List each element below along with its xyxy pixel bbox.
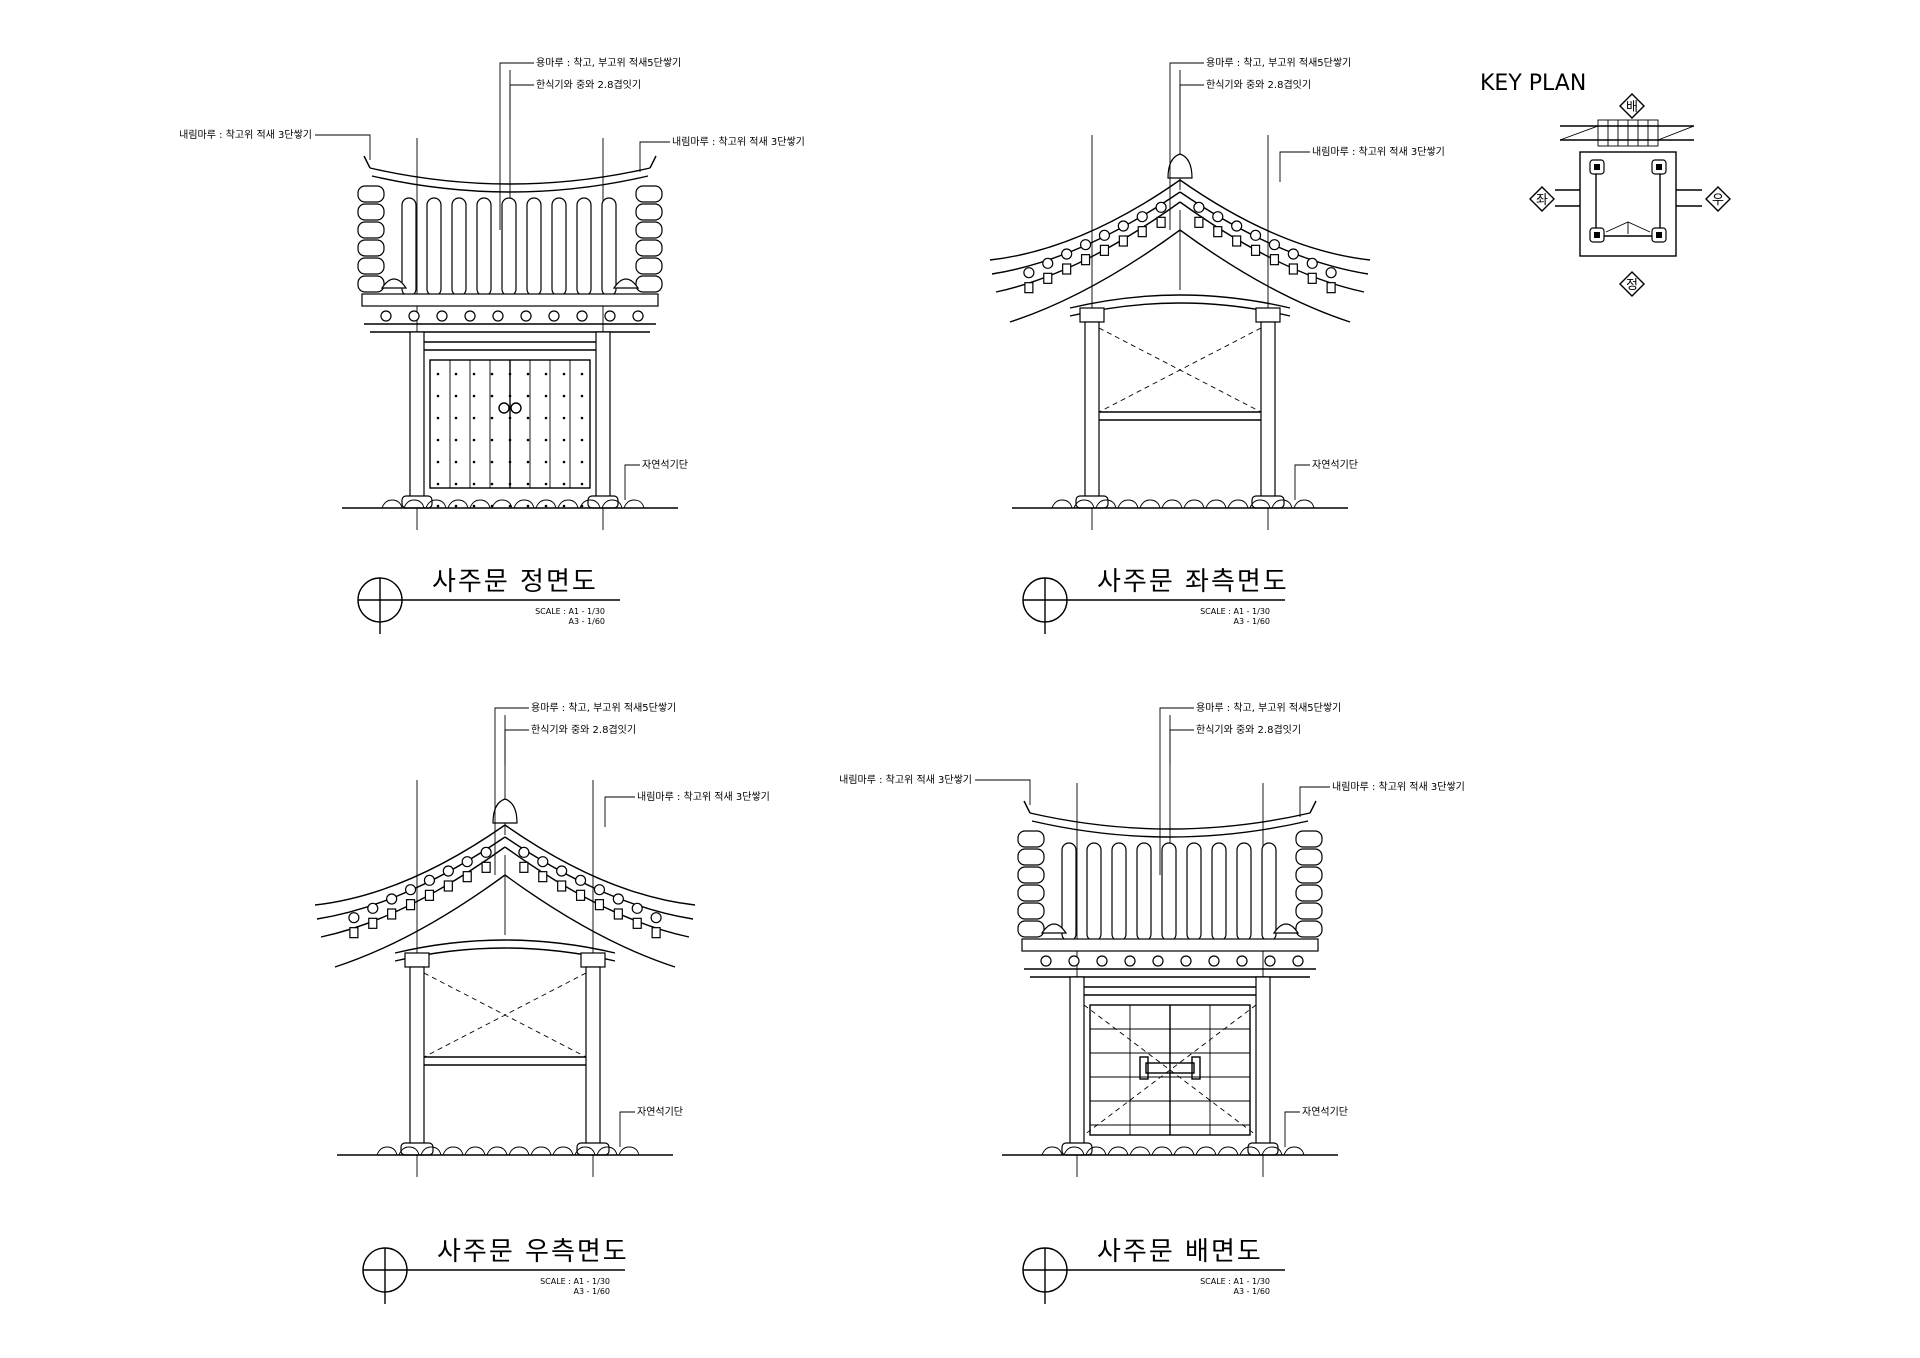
key-plan-drawing: [1555, 119, 1702, 257]
svg-text:배: 배: [1626, 100, 1638, 115]
scale-a3: A3 - 1/60: [569, 617, 606, 626]
note-hip-left: 내림마루 : 착고위 적새 3단쌓기: [839, 773, 972, 786]
svg-text:정: 정: [1626, 278, 1638, 293]
drawing-title: 사주문 배면도: [1097, 1237, 1263, 1267]
note-hip-right: 내림마루 : 착고위 적새 3단쌓기: [672, 135, 805, 148]
note-base: 자연석기단: [1312, 459, 1358, 471]
scale-a3: A3 - 1/60: [574, 1287, 611, 1296]
note-ridge: 용마루 : 착고, 부고위 적새5단쌓기: [1196, 701, 1341, 714]
note-tile: 한식기와 중와 2.8겹잇기: [536, 79, 641, 91]
note-hip-right: 내림마루 : 착고위 적새 3단쌓기: [1332, 780, 1465, 793]
note-ridge: 용마루 : 착고, 부고위 적새5단쌓기: [536, 56, 681, 69]
note-tile: 한식기와 중와 2.8겹잇기: [531, 724, 636, 736]
scale-a1: SCALE : A1 - 1/30: [1200, 607, 1270, 616]
scale-a1: SCALE : A1 - 1/30: [1200, 1277, 1270, 1286]
scale-a1: SCALE : A1 - 1/30: [540, 1277, 610, 1286]
note-base: 자연석기단: [642, 459, 688, 471]
key-plan-marker-left: 좌: [1529, 186, 1555, 212]
note-tile: 한식기와 중와 2.8겹잇기: [1206, 79, 1311, 91]
note-base: 자연석기단: [1302, 1106, 1348, 1118]
scale-a3: A3 - 1/60: [1234, 1287, 1271, 1296]
svg-text:우: 우: [1712, 193, 1724, 208]
note-hip-left: 내림마루 : 착고위 적새 3단쌓기: [179, 128, 312, 141]
svg-text:좌: 좌: [1536, 193, 1548, 208]
note-base: 자연석기단: [637, 1106, 683, 1118]
note-tile: 한식기와 중와 2.8겹잇기: [1196, 724, 1301, 736]
scale-a1: SCALE : A1 - 1/30: [535, 607, 605, 616]
key-plan-marker-top: 배: [1619, 93, 1645, 119]
key-plan-title: KEY PLAN: [1480, 71, 1586, 96]
drawing-title: 사주문 정면도: [432, 567, 598, 597]
note-ridge: 용마루 : 착고, 부고위 적새5단쌓기: [1206, 56, 1351, 69]
note-hip-right: 내림마루 : 착고위 적새 3단쌓기: [637, 790, 770, 803]
key-plan-marker-bottom: 정: [1619, 271, 1645, 297]
key-plan-marker-right: 우: [1705, 186, 1731, 212]
note-hip-right: 내림마루 : 착고위 적새 3단쌓기: [1312, 145, 1445, 158]
key-plan: KEY PLAN: [1480, 71, 1731, 297]
drawing-title: 사주문 우측면도: [437, 1237, 629, 1267]
drawing-title: 사주문 좌측면도: [1097, 567, 1289, 597]
scale-a3: A3 - 1/60: [1234, 617, 1271, 626]
note-ridge: 용마루 : 착고, 부고위 적새5단쌓기: [531, 701, 676, 714]
